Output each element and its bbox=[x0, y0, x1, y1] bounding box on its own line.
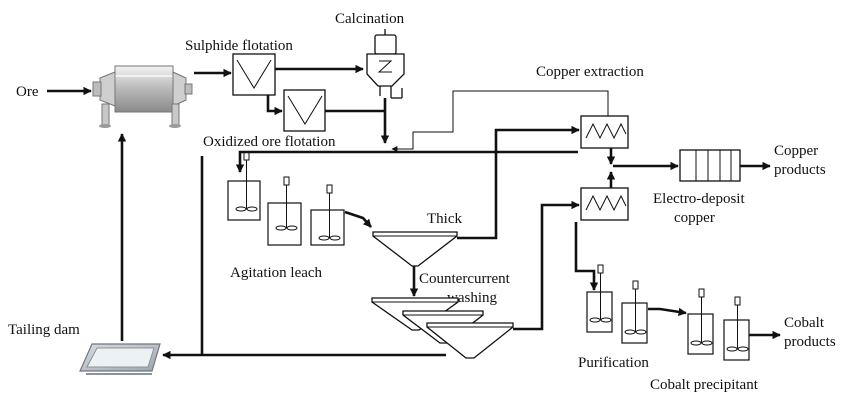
calcination-label: Calcination bbox=[335, 11, 405, 27]
washing-cone-3-icon bbox=[426, 322, 514, 359]
calcination-furnace-icon bbox=[366, 29, 405, 99]
oxidized-flotation-cell-icon bbox=[283, 89, 326, 132]
sulphide-tails-to-oxidized-arrow bbox=[266, 95, 283, 116]
sulphide-flotation-cell-icon bbox=[232, 53, 276, 96]
sulphide-flotation-label: Sulphide flotation bbox=[185, 38, 293, 54]
purification-label: Purification bbox=[578, 355, 649, 371]
cobalt-precipitant-tank-2-icon bbox=[723, 296, 750, 361]
leach-to-thickener-arrow bbox=[344, 210, 372, 228]
cobalt-precipitant-label: Cobalt precipitant bbox=[650, 377, 759, 393]
purification-tank-1-icon bbox=[586, 264, 613, 333]
leach-feed-line bbox=[235, 150, 578, 173]
cobalt-precipitant-tank-1-icon bbox=[687, 288, 714, 355]
agitation-tank-1-icon bbox=[227, 151, 261, 221]
tailing-dam-icon bbox=[79, 343, 161, 375]
agitation-tank-2-icon bbox=[267, 176, 302, 246]
cobalt-products-label-line1: Cobalt bbox=[784, 315, 825, 331]
washing-overflow-arrow bbox=[513, 200, 580, 331]
thick-label: Thick bbox=[427, 211, 462, 227]
copper-stripping-cell-icon bbox=[580, 187, 629, 221]
electro-deposit-label-line1: Electro-deposit bbox=[653, 191, 745, 207]
agitation-leach-label: Agitation leach bbox=[230, 265, 323, 281]
electro-deposit-cell-icon bbox=[679, 149, 741, 182]
stripping-to-purification-arrow bbox=[574, 222, 599, 291]
ore-label: Ore bbox=[16, 84, 39, 100]
thickener-overflow-arrow bbox=[457, 125, 580, 240]
countercurrent-label-line2: washing bbox=[447, 290, 497, 306]
purification-tank-2-icon bbox=[621, 280, 648, 344]
copper-extraction-label: Copper extraction bbox=[536, 64, 644, 80]
cobalt-products-label-line2: products bbox=[784, 334, 836, 350]
tailing-dam-label: Tailing dam bbox=[8, 322, 80, 338]
oxidized-ore-flotation-label: Oxidized ore flotation bbox=[203, 134, 336, 150]
electro-deposit-label-line2: copper bbox=[674, 210, 715, 226]
purification-to-precipitant-arrow bbox=[648, 307, 687, 316]
agitation-tank-3-icon bbox=[310, 184, 345, 246]
copper-products-label-line2: products bbox=[774, 162, 826, 178]
ball-mill-icon bbox=[92, 65, 193, 128]
copper-products-label-line1: Copper bbox=[774, 143, 818, 159]
thickener-icon bbox=[372, 231, 458, 267]
raffinate-recycle-line bbox=[391, 90, 609, 152]
countercurrent-label-line1: Countercurrent bbox=[419, 271, 511, 287]
copper-extraction-cell-icon bbox=[580, 115, 629, 149]
